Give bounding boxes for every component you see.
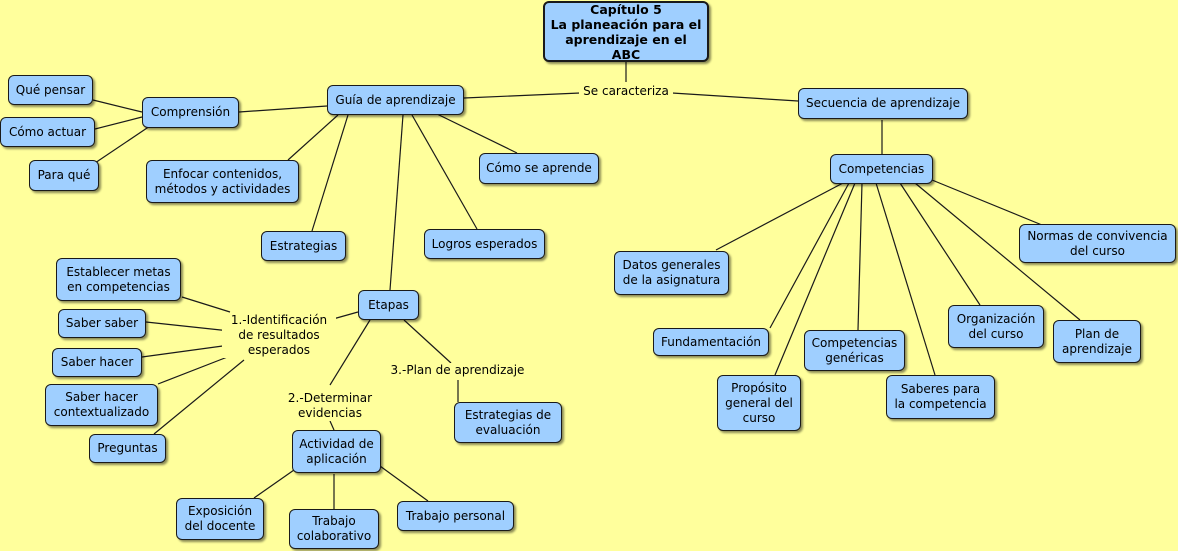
connector [311,114,349,232]
connector [141,344,231,358]
node-estrategias[interactable]: Estrategias [261,231,346,261]
node-etapas[interactable]: Etapas [358,290,419,320]
node-proposito-general[interactable]: Propósito general del curso [717,375,801,431]
node-para-que[interactable]: Para qué [29,160,99,191]
node-exposicion-del-docente[interactable]: Exposición del docente [176,498,264,540]
connector [94,116,143,130]
node-que-pensar[interactable]: Qué pensar [8,75,93,105]
node-comprension[interactable]: Comprensión [142,97,239,128]
node-datos-generales[interactable]: Datos generales de la asignatura [614,251,729,295]
node-como-se-aprende[interactable]: Cómo se aprende [479,153,599,184]
node-organizacion-del-curso[interactable]: Organización del curso [948,305,1044,348]
node-preguntas[interactable]: Preguntas [89,434,166,463]
node-como-actuar[interactable]: Cómo actuar [0,117,95,147]
connector [157,355,231,385]
connector [769,182,850,329]
connector [671,92,799,102]
node-fundamentacion[interactable]: Fundamentación [653,328,769,356]
node-saber-hacer[interactable]: Saber hacer [52,348,142,377]
connector [253,469,295,499]
connector [436,113,518,154]
node-plan-de-aprendizaje[interactable]: Plan de aprendizaje [1053,320,1141,363]
connector [463,92,581,99]
link-label-identificacion: 1.-Identificación de resultados esperado… [222,313,336,358]
root-node-chapter-title[interactable]: Capítulo 5 La planeación para el aprendi… [543,1,709,62]
connector [181,296,231,313]
connector [145,321,231,332]
node-trabajo-colaborativo[interactable]: Trabajo colaborativo [289,509,379,549]
connector [379,465,429,502]
connector [238,105,328,113]
node-saber-hacer-contextualizado[interactable]: Saber hacer contextualizado [45,384,158,426]
node-saberes-para-la-competencia[interactable]: Saberes para la competencia [886,375,995,419]
node-logros-esperados[interactable]: Logros esperados [424,229,545,259]
node-normas-de-convivencia[interactable]: Normas de convivencia del curso [1019,224,1176,263]
connector [899,182,981,306]
node-establecer-metas[interactable]: Establecer metas en competencias [56,258,181,301]
connector [329,319,371,386]
connector [403,319,452,364]
node-actividad-de-aplicacion[interactable]: Actividad de aplicación [292,430,381,473]
node-enfocar-contenidos[interactable]: Enfocar contenidos, métodos y actividade… [146,160,299,203]
connector [914,182,1081,321]
connector [94,125,151,164]
connector [411,114,478,230]
node-secuencia-de-aprendizaje[interactable]: Secuencia de aprendizaje [798,88,968,119]
node-trabajo-personal[interactable]: Trabajo personal [397,501,514,531]
node-saber-saber[interactable]: Saber saber [58,309,146,338]
node-competencias[interactable]: Competencias [830,154,933,184]
connector [715,182,844,251]
node-competencias-genericas[interactable]: Competencias genéricas [804,330,905,371]
connector [332,311,359,320]
connector [774,182,856,376]
connector [329,420,335,431]
connector [92,99,143,113]
link-label-plan-de-aprendizaje: 3.-Plan de aprendizaje [386,363,529,378]
link-label-determinar-evidencias: 2.-Determinar evidencias [274,391,386,421]
connector [875,182,936,376]
connector [153,359,245,435]
link-label-se-caracteriza: Se caracteriza [579,84,673,99]
node-estrategias-de-evaluacion[interactable]: Estrategias de evaluación [454,402,562,443]
connector [287,114,339,161]
node-guia-de-aprendizaje[interactable]: Guía de aprendizaje [327,85,464,115]
connector [389,114,404,291]
connector [857,182,863,331]
connector [931,179,1043,226]
